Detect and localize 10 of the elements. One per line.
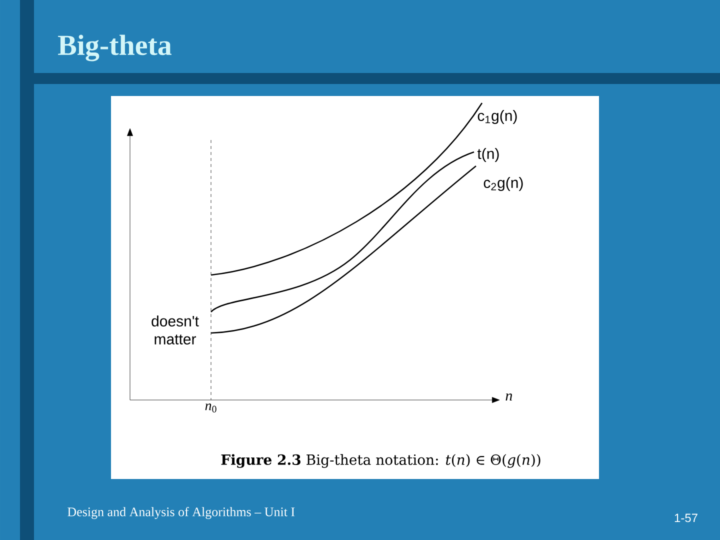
annotation-text: doesn't matter [152, 315, 199, 344]
title: Big-theta [58, 34, 172, 62]
axis-label: n [506, 393, 512, 401]
page-number: 1-57 [674, 514, 698, 522]
footer-text: Design and Analysis of Algorithms – Unit I [68, 507, 295, 519]
figure-caption: Figure 2.3 Big-theta notation: t(n) ∈ Θ(g(n)) [221, 454, 540, 468]
curve-label: c$_{2}$g(n) [484, 177, 523, 191]
axis-label: n$_{0}$ [205, 404, 216, 412]
curve-label: t(n) [477, 148, 499, 162]
curve-label: c$_{1}$g(n) [478, 110, 517, 124]
